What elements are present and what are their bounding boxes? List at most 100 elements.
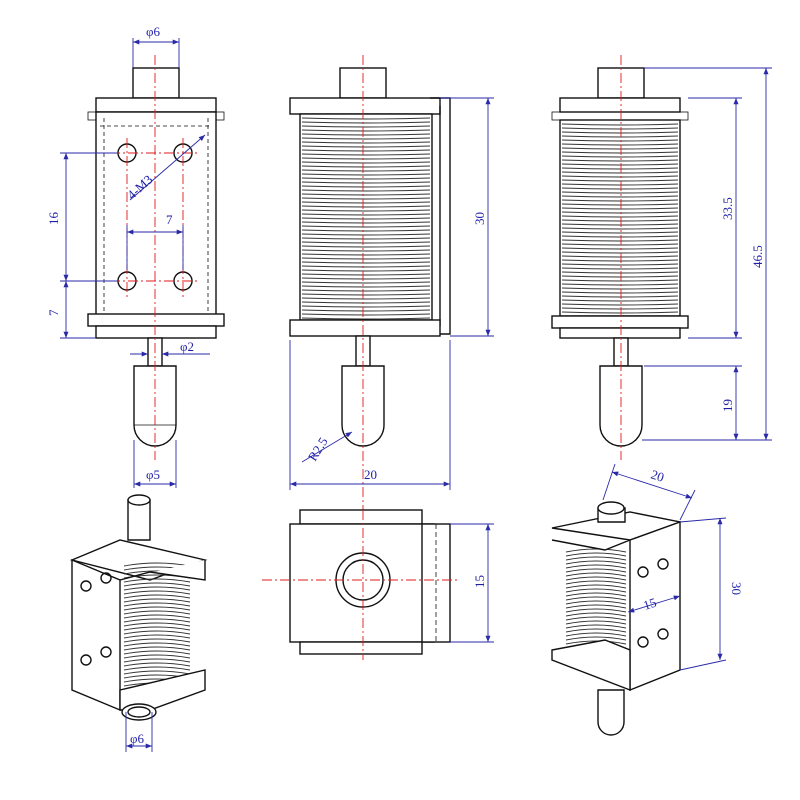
coil-turn (561, 219, 679, 222)
coil-turn (301, 313, 431, 316)
coil-turn (301, 157, 431, 160)
dim-iso-depth: 15 (641, 595, 658, 613)
coil-turn (561, 235, 679, 238)
coil-turn (561, 167, 679, 170)
coil-turn (565, 576, 627, 581)
dim-coil-height: 33.5 (720, 197, 735, 220)
coil-turn (565, 592, 627, 597)
iso-left-view: φ6 (69, 494, 208, 752)
coil-turn (301, 213, 431, 216)
coil-turn (561, 255, 679, 258)
coil-turn (565, 568, 627, 573)
coil-turn (565, 632, 627, 637)
front-view: φ6 16 7 7 4-M3 φ2 φ5 (46, 24, 225, 488)
coil-turn (301, 317, 431, 320)
coil-turn (561, 211, 679, 214)
coil-turn (123, 646, 191, 651)
coil-turn (561, 135, 679, 138)
coil-turn (565, 612, 627, 617)
coil-turn (301, 185, 431, 188)
coil-turn (561, 207, 679, 210)
coil-turn (561, 275, 679, 278)
coil-turn (123, 670, 191, 675)
coil-turn (561, 123, 679, 126)
coil-turn (565, 556, 627, 561)
coil-turn (301, 169, 431, 172)
side-view: 30 R2.5 20 (289, 55, 494, 510)
coil-turn (561, 227, 679, 230)
coil-turn (565, 580, 627, 585)
coil-turn (565, 564, 627, 569)
coil-turn (561, 183, 679, 186)
coil-turn (301, 229, 431, 232)
coil-turn (301, 257, 431, 260)
coil-turn (301, 153, 431, 156)
coil-turn (301, 265, 431, 268)
coil-turn (123, 626, 191, 631)
right-view: 33.5 46.5 19 (551, 55, 772, 460)
coil-turn (301, 133, 431, 136)
coil-turn (561, 151, 679, 154)
coil-turn (123, 638, 191, 643)
coil-turn (561, 223, 679, 226)
coil-turn (561, 283, 679, 286)
coil-turn (123, 602, 191, 607)
coil-turn (301, 253, 431, 256)
dim-hole-spacing-horizontal: 7 (166, 212, 173, 227)
coil-turn (561, 195, 679, 198)
coil-turn (565, 596, 627, 601)
coil-turn (301, 129, 431, 132)
coil-turn (301, 241, 431, 244)
coil-turn (301, 149, 431, 152)
coil-turn (561, 191, 679, 194)
coil-turn (565, 604, 627, 609)
coil-turn (301, 225, 431, 228)
coil-turn (561, 291, 679, 294)
coil-turn (301, 193, 431, 196)
iso-right-view: 20 30 15 (551, 463, 744, 736)
coil-turn (301, 137, 431, 140)
coil-turn (301, 189, 431, 192)
coil-turn (561, 251, 679, 254)
coil-turn (123, 618, 191, 623)
coil-turn (123, 590, 191, 595)
coil-turn (561, 263, 679, 266)
coil-turn (301, 117, 431, 120)
coil-windings (561, 123, 679, 314)
dim-bottom-offset: 7 (46, 309, 61, 316)
coil-turn (561, 303, 679, 306)
coil-turn (123, 630, 191, 635)
coil-turn (565, 548, 627, 553)
coil-turn (561, 143, 679, 146)
dim-hole-spacing-vertical: 16 (46, 212, 61, 226)
coil-turn (301, 145, 431, 148)
coil-turn (565, 600, 627, 605)
coil-turn (561, 127, 679, 130)
coil-turn (565, 608, 627, 613)
coil-turn (561, 247, 679, 250)
coil-turn (301, 285, 431, 288)
coil-turn (301, 201, 431, 204)
coil-turn (123, 642, 191, 647)
coil-turn (301, 273, 431, 276)
coil-turn (561, 187, 679, 190)
coil-turn (565, 584, 627, 589)
coil-turn (561, 239, 679, 242)
dim-iso-height: 30 (729, 582, 744, 595)
coil-turn (565, 636, 627, 641)
coil-turn (561, 179, 679, 182)
coil-turn (123, 594, 191, 599)
coil-turn (561, 279, 679, 282)
top-view: 15 (262, 509, 494, 660)
coil-turn (301, 301, 431, 304)
dim-iso-bottom-diameter: φ6 (130, 731, 145, 746)
coil-turn (301, 141, 431, 144)
coil-turn (123, 606, 191, 611)
coil-turn (561, 131, 679, 134)
coil-turn (123, 622, 191, 627)
coil-turn (301, 277, 431, 280)
coil-turn (561, 259, 679, 262)
coil-turn (123, 578, 191, 583)
coil-turn (301, 245, 431, 248)
